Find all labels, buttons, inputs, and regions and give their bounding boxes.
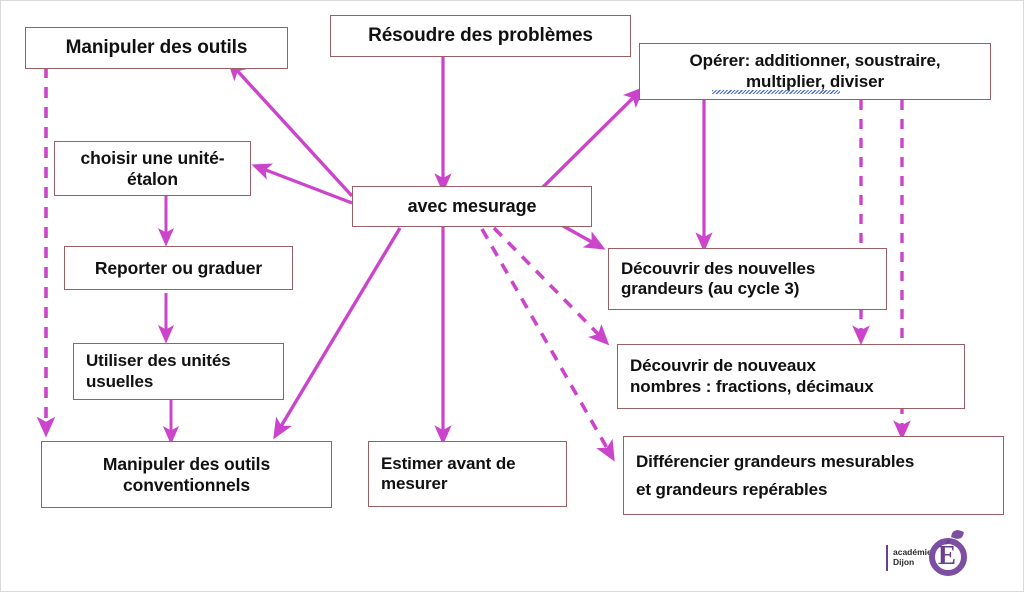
node-manipuler-conventionnels[interactable]: Manipuler des outils conventionnels bbox=[41, 441, 332, 508]
node-estimer-mesurer[interactable]: Estimer avant de mesurer bbox=[368, 441, 567, 507]
node-label-line1: Découvrir de nouveaux bbox=[630, 356, 816, 376]
node-manipuler-outils[interactable]: Manipuler des outils bbox=[25, 27, 288, 69]
logo-ring-icon bbox=[929, 538, 967, 576]
node-label-line2: mesurer bbox=[381, 474, 448, 493]
node-label-line1: Opérer: additionner, soustraire, bbox=[689, 51, 941, 71]
node-choisir-unite-etalon[interactable]: choisir une unité- étalon bbox=[54, 141, 251, 196]
node-label-line1: Manipuler des outils bbox=[102, 453, 271, 474]
logo-bar bbox=[886, 545, 888, 571]
node-label-line1: Utiliser des unités bbox=[86, 351, 231, 371]
node-decouvrir-grandeurs[interactable]: Découvrir des nouvelles grandeurs (au cy… bbox=[608, 248, 887, 310]
node-avec-mesurage[interactable]: avec mesurage bbox=[352, 186, 592, 227]
spellcheck-underline bbox=[712, 90, 840, 94]
node-label-line2: conventionnels bbox=[123, 474, 250, 495]
logo-line1: académie bbox=[893, 546, 932, 557]
edge-mesurage-to-manipuler-conventionnels bbox=[273, 227, 402, 440]
node-decouvrir-nombres[interactable]: Découvrir de nouveaux nombres : fraction… bbox=[617, 344, 965, 409]
node-label: Résoudre des problèmes bbox=[368, 24, 593, 46]
node-label-line1: choisir une unité- bbox=[80, 147, 225, 168]
node-utiliser-unites[interactable]: Utiliser des unités usuelles bbox=[73, 343, 284, 400]
logo-line2: Dijon bbox=[893, 556, 915, 567]
edge-mesurage-to-operer bbox=[536, 86, 645, 194]
node-label-line1: Découvrir des nouvelles bbox=[621, 258, 816, 278]
edge-mesurage-to-choisir-unite bbox=[251, 163, 353, 205]
edge-mesurage-to-differencier bbox=[480, 228, 615, 462]
node-label-line2: étalon bbox=[127, 168, 178, 189]
node-label-line2: grandeurs (au cycle 3) bbox=[621, 279, 800, 298]
node-label: Reporter ou graduer bbox=[94, 257, 263, 278]
node-label-line2: multiplier, diviser bbox=[746, 71, 884, 91]
node-label-line2: et grandeurs repérables bbox=[636, 479, 828, 499]
logo-mark-icon: É bbox=[925, 528, 971, 580]
node-label: avec mesurage bbox=[407, 195, 537, 216]
node-label-line1: Estimer avant de bbox=[381, 453, 516, 473]
logo-letter: É bbox=[938, 540, 957, 570]
node-label-line1: Différencier grandeurs mesurables bbox=[636, 452, 915, 472]
edge-mesurage-to-decouvrir-nombres bbox=[492, 226, 610, 346]
node-label-line2: nombres : fractions, décimaux bbox=[630, 376, 874, 396]
logo-text: académie Dijon bbox=[893, 546, 932, 568]
node-resoudre-problemes[interactable]: Résoudre des problèmes bbox=[330, 15, 631, 57]
node-label-line2: usuelles bbox=[86, 371, 154, 391]
node-label: Manipuler des outils bbox=[65, 36, 248, 58]
node-operer[interactable]: Opérer: additionner, soustraire, multipl… bbox=[639, 43, 991, 100]
academie-dijon-logo: académie Dijon É bbox=[886, 527, 986, 583]
node-differencier-grandeurs[interactable]: Différencier grandeurs mesurables et gra… bbox=[623, 436, 1004, 515]
node-reporter-graduer[interactable]: Reporter ou graduer bbox=[64, 246, 293, 290]
